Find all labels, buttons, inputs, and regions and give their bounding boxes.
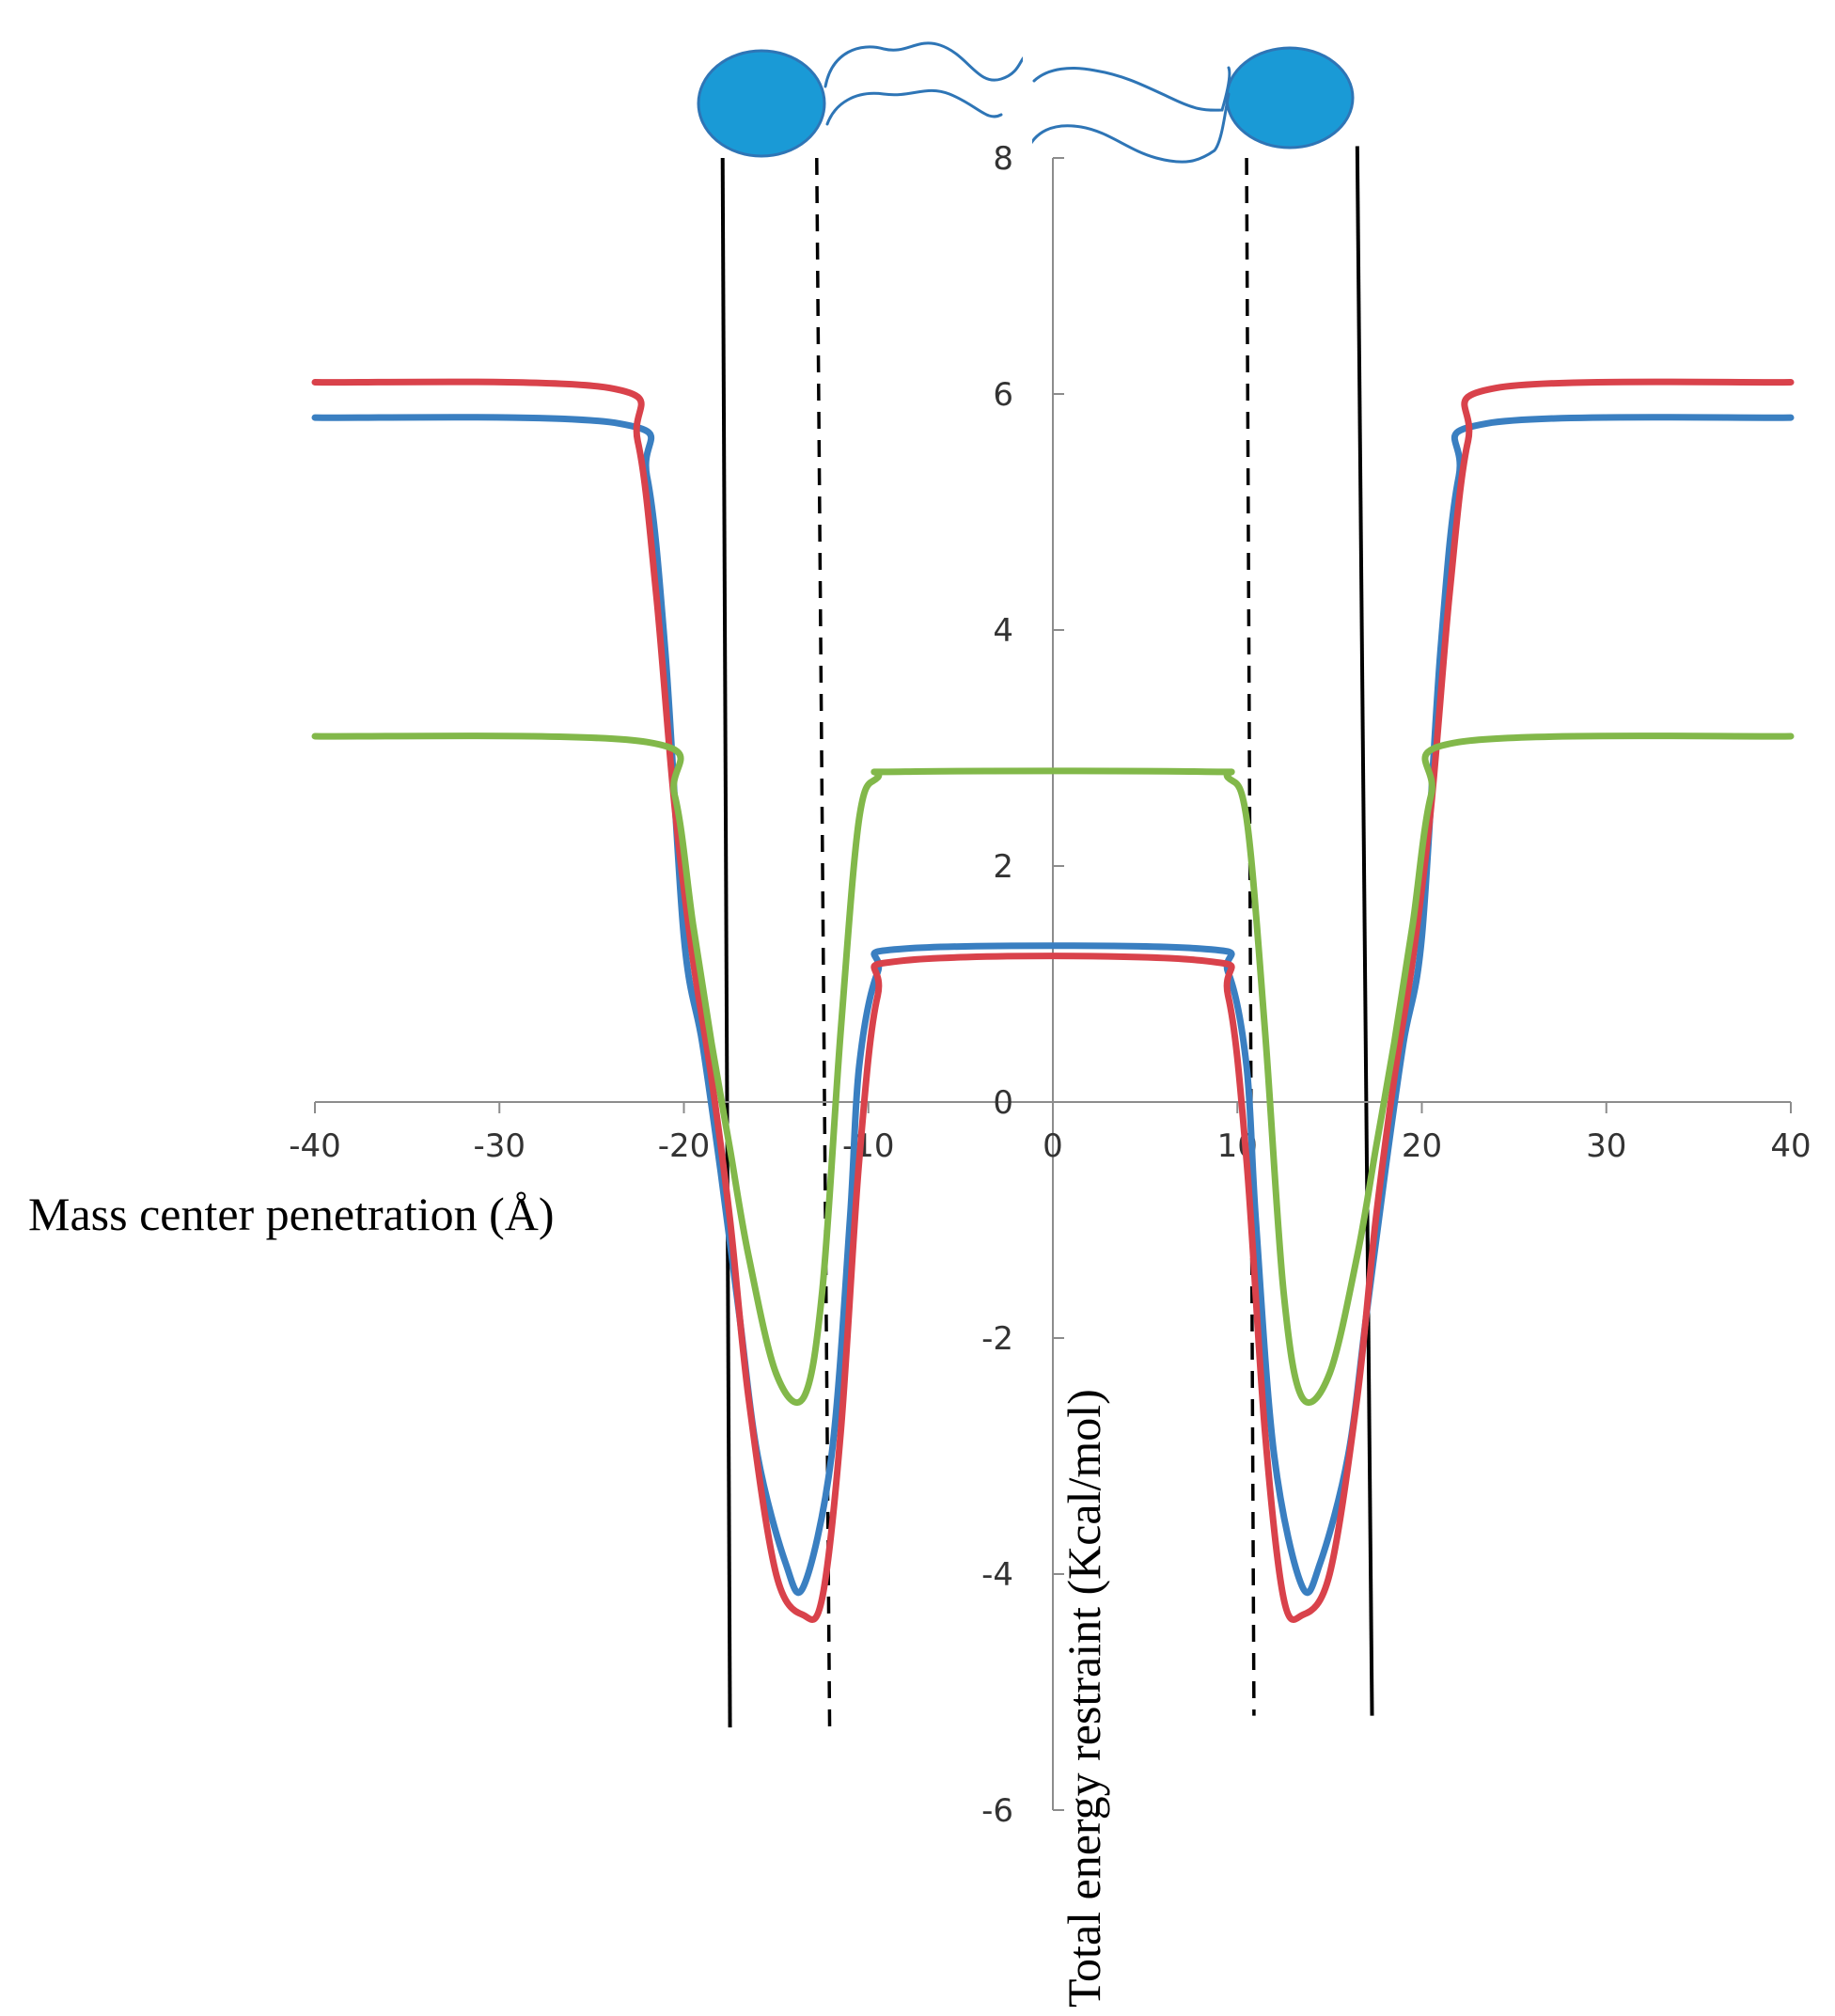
y-tick-label: -6 xyxy=(981,1792,1013,1830)
lipid-tail xyxy=(825,88,1003,126)
lipid-head-left xyxy=(697,49,826,158)
y-tick-label: -2 xyxy=(981,1320,1013,1358)
x-axis-title: Mass center penetration (Å) xyxy=(28,1188,555,1240)
lipid-tail xyxy=(1032,66,1231,112)
series-line-3 xyxy=(311,732,1795,1407)
membrane-boundary-dashed-line xyxy=(1245,157,1256,1716)
membrane-boundary-solid-line xyxy=(720,157,732,1728)
x-tick-label: 0 xyxy=(1043,1127,1063,1165)
lipid-tail-gap xyxy=(1023,38,1032,169)
y-tick-label: -4 xyxy=(981,1556,1013,1594)
lipid-tail xyxy=(1025,92,1231,164)
x-tick-label: -30 xyxy=(473,1127,525,1165)
annotation-layer xyxy=(720,146,1374,1728)
lipid-tail xyxy=(823,41,1028,88)
lipid-head-right xyxy=(1225,46,1355,150)
y-tick-label: 4 xyxy=(993,612,1013,650)
x-tick-label: -20 xyxy=(658,1127,711,1165)
membrane-boundary-solid-line xyxy=(1355,146,1374,1716)
x-tick-label: 30 xyxy=(1586,1127,1626,1165)
series-layer xyxy=(311,378,1795,1623)
x-tick-label: -40 xyxy=(289,1127,341,1165)
label-layer: Mass center penetration (Å) Total energy… xyxy=(28,1188,1110,2008)
y-tick-label: 2 xyxy=(993,848,1013,886)
series-line-1 xyxy=(311,414,1795,1597)
y-axis-title: Total energy restraint (Kcal/mol) xyxy=(1058,1389,1110,2008)
y-tick-label: 0 xyxy=(993,1084,1013,1122)
y-tick-label: 8 xyxy=(993,140,1013,178)
x-tick-label: 20 xyxy=(1402,1127,1442,1165)
x-tick-label: 40 xyxy=(1770,1127,1811,1165)
series-line-2 xyxy=(311,378,1795,1623)
y-tick-label: 6 xyxy=(993,376,1013,414)
lipid-bilayer-illustration xyxy=(697,38,1355,169)
